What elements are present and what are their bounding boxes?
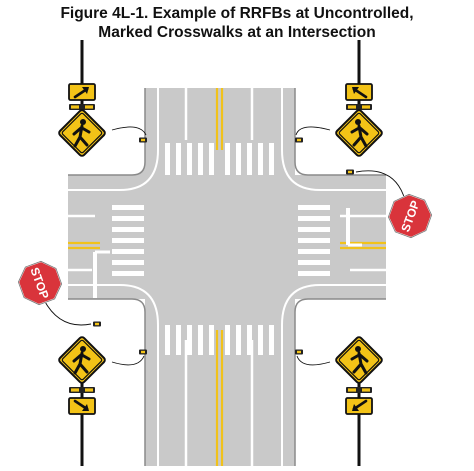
pushbutton-icon	[295, 137, 303, 143]
pushbutton-icon	[295, 349, 303, 355]
rrfb-light-bar-icon	[69, 387, 95, 393]
rrfb-assembly-northeast	[295, 40, 385, 159]
rrfb-assembly-southeast	[295, 334, 385, 466]
rrfb-assembly-northwest	[56, 40, 147, 159]
diagonal-arrow-plaque-icon	[67, 396, 97, 416]
pushbutton-icon	[346, 169, 354, 175]
pushbutton-icon	[93, 321, 101, 327]
pedestrian-crossing-sign-icon	[333, 107, 385, 159]
stop-sign-west: STOP	[13, 256, 67, 310]
diagonal-arrow-plaque-icon	[67, 82, 97, 102]
crosswalk-north	[165, 143, 274, 175]
pushbutton-west	[43, 299, 101, 327]
lane-markings	[68, 88, 386, 466]
center-lines	[68, 88, 386, 466]
pushbutton-icon	[139, 349, 147, 355]
pedestrian-crossing-sign-icon	[56, 334, 108, 386]
pushbutton-east	[346, 169, 406, 201]
stop-sign-east: STOP	[383, 189, 437, 243]
edge-lines	[68, 88, 386, 466]
rrfb-light-bar-icon	[346, 387, 372, 393]
curb-lines	[68, 88, 386, 466]
pedestrian-crossing-sign-icon	[56, 107, 108, 159]
rrfb-assembly-southwest	[56, 334, 147, 466]
crosswalk-south	[165, 325, 274, 355]
figure-title: Figure 4L-1. Example of RRFBs at Uncontr…	[0, 4, 474, 42]
title-line-1: Figure 4L-1. Example of RRFBs at Uncontr…	[60, 5, 414, 22]
title-line-2: Marked Crosswalks at an Intersection	[98, 24, 376, 41]
diagonal-arrow-plaque-icon	[344, 396, 374, 416]
crosswalk-west	[112, 205, 144, 276]
pushbutton-icon	[139, 137, 147, 143]
pedestrian-crossing-sign-icon	[333, 334, 385, 386]
crosswalk-east	[298, 205, 330, 276]
diagonal-arrow-plaque-icon	[344, 82, 374, 102]
